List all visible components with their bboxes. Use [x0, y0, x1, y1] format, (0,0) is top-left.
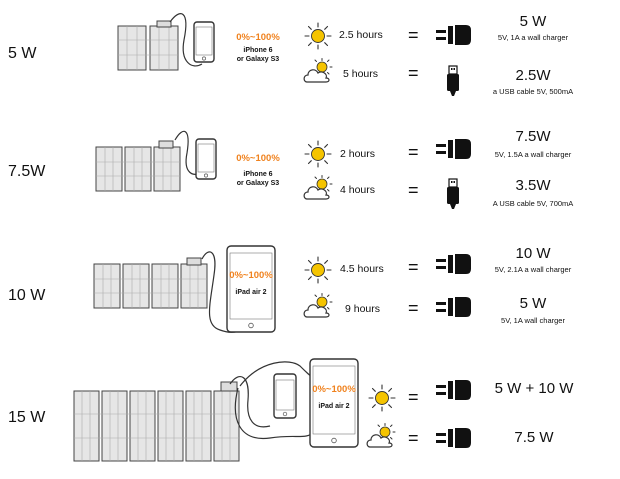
wall-charger-icon: [436, 297, 471, 317]
row1-sun-hours: 2.5 hours: [339, 29, 383, 41]
row1-out2-desc: a USB cable 5V, 500mA: [492, 87, 574, 96]
row1-device: iPhone 6 or Galaxy S3: [236, 47, 280, 63]
row2-sun-hours: 2 hours: [340, 148, 376, 160]
wall-charger-icon: [436, 428, 471, 448]
row3-out1-watt: 10 W: [515, 245, 551, 262]
wall-charger-icon: [436, 254, 471, 274]
row4-equals-1: =: [408, 387, 419, 407]
row3-equals-2: =: [408, 298, 419, 318]
row2-device: iPhone 6 or Galaxy S3: [236, 171, 280, 187]
wall-charger-icon: [436, 139, 471, 159]
row2-cloud-hours: 4 hours: [340, 184, 376, 196]
sun-icon: [304, 140, 332, 168]
row4-watt-label: 15 W: [8, 409, 46, 426]
cable: [169, 13, 203, 67]
row1-equals-1: =: [408, 25, 419, 45]
row3-cloud-hours: 9 hours: [345, 303, 381, 315]
row4-percent: 0%~100%: [312, 384, 356, 395]
row2-equals-1: =: [408, 142, 419, 162]
sun-icon: [304, 22, 332, 50]
cloud-sun-icon: [303, 175, 333, 200]
row1-equals-2: =: [408, 63, 419, 83]
cable: [174, 130, 204, 175]
row2-watt-label: 7.5W: [8, 163, 46, 180]
solar-panel-icon: [117, 20, 179, 71]
row3-device: iPad air 2: [235, 289, 267, 296]
solar-panel-icon: [95, 140, 181, 192]
usb-plug-icon: [447, 65, 459, 96]
row1-percent: 0%~100%: [236, 32, 280, 43]
row4-out1-watt: 5 W + 10 W: [494, 380, 574, 397]
row4-equals-2: =: [408, 428, 419, 448]
row4-out2-watt: 7.5 W: [514, 429, 554, 446]
cloud-sun-icon: [303, 293, 333, 318]
row2-out2-desc: A USB cable 5V, 700mA: [492, 199, 574, 208]
solar-panel-icon: [73, 381, 240, 462]
phone-icon: [193, 21, 215, 63]
row3-watt-label: 10 W: [8, 287, 46, 304]
usb-plug-icon: [447, 178, 459, 209]
tablet-icon: [309, 358, 359, 448]
row3-out1-desc: 5V, 2.1A a wall charger: [494, 265, 572, 274]
row1-out2-watt: 2.5W: [515, 67, 551, 84]
row1-out1-watt: 5 W: [519, 13, 547, 30]
row3-percent: 0%~100%: [229, 270, 273, 281]
cloud-sun-icon: [303, 58, 333, 83]
row3-out2-watt: 5 W: [519, 295, 547, 312]
row2-percent: 0%~100%: [236, 153, 280, 164]
row3-equals-1: =: [408, 257, 419, 277]
sun-icon: [304, 256, 332, 284]
tablet-icon: [226, 245, 276, 333]
wall-charger-icon: [436, 25, 471, 45]
phone-icon: [195, 138, 217, 180]
row2-out2-watt: 3.5W: [515, 177, 551, 194]
solar-panel-icon: [93, 257, 208, 309]
row1-watt-label: 5 W: [8, 45, 37, 62]
cloud-sun-icon: [366, 423, 396, 448]
row2-out1-watt: 7.5W: [515, 128, 551, 145]
row2-equals-2: =: [408, 180, 419, 200]
row1-cloud-hours: 5 hours: [343, 68, 379, 80]
phone-icon: [273, 373, 297, 419]
row3-out2-desc: 5V, 1A wall charger: [501, 316, 565, 325]
row3-sun-hours: 4.5 hours: [340, 263, 384, 275]
row4-device: iPad air 2: [318, 403, 350, 410]
row1-out1-desc: 5V, 1A a wall charger: [497, 33, 569, 42]
row2-out1-desc: 5V, 1.5A a wall charger: [494, 150, 572, 159]
sun-icon: [368, 384, 396, 412]
wall-charger-icon: [436, 380, 471, 400]
